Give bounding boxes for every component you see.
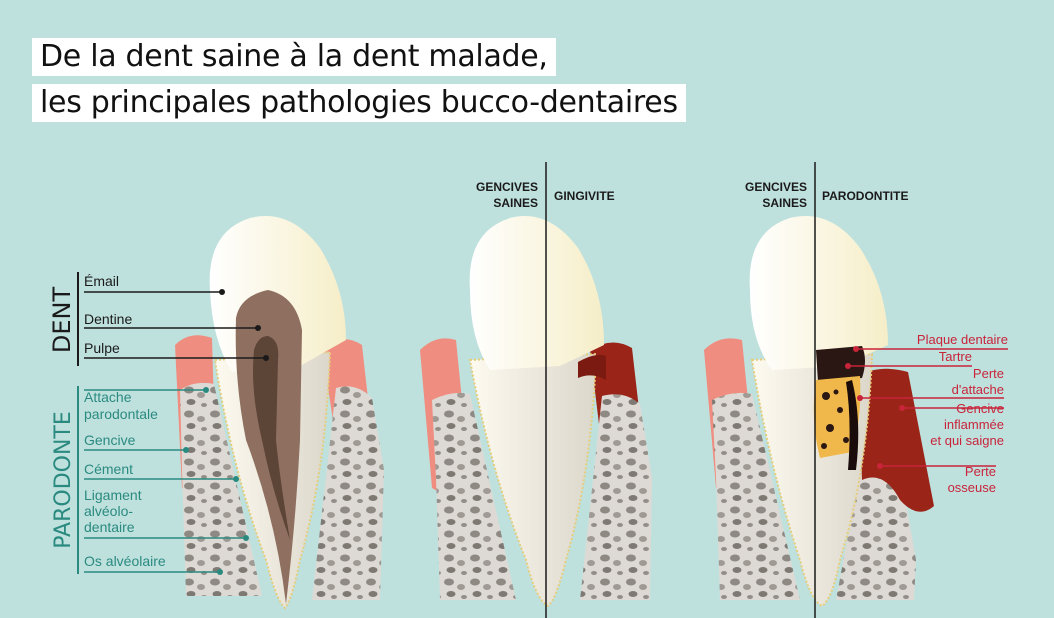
parodonte-group-label: PARODONTE xyxy=(51,411,76,549)
label-ligament-2: alvéolo- xyxy=(84,503,133,519)
dot-plaque xyxy=(853,346,859,352)
dot-dentine xyxy=(255,325,261,331)
label-perte-attache-1: Perte xyxy=(973,366,1004,381)
gingivite-healthy-header-2: SAINES xyxy=(493,196,538,210)
dot-tartre xyxy=(845,363,851,369)
parodontite-header: PARODONTITE xyxy=(822,189,908,203)
dot-perte-osseuse xyxy=(877,463,883,469)
dot-perte-attache xyxy=(857,395,863,401)
label-tartre: Tartre xyxy=(939,349,972,364)
label-ligament-3: dentaire xyxy=(84,519,135,535)
dot-pulpe xyxy=(263,355,269,361)
dent-bracket: DENT xyxy=(48,272,78,366)
label-gencive-2: inflammée xyxy=(944,417,1004,432)
label-attache-2: parodontale xyxy=(84,406,158,422)
gingivite-header: GINGIVITE xyxy=(554,189,615,203)
tooth-crown xyxy=(470,216,604,370)
label-gencive: Gencive xyxy=(84,432,136,448)
tooth-crown xyxy=(750,216,888,370)
label-os: Os alvéolaire xyxy=(84,553,166,569)
label-pulpe: Pulpe xyxy=(84,340,120,356)
dot-ligament xyxy=(243,535,249,541)
label-perte-osseuse-2: osseuse xyxy=(948,480,996,495)
dot-gencive xyxy=(183,447,189,453)
dot-email xyxy=(219,289,225,295)
dot-os xyxy=(217,569,223,575)
parodontite-healthy-header-2: SAINES xyxy=(762,196,807,210)
parodontite-tooth xyxy=(704,216,934,606)
dot-gencive-inflamed xyxy=(899,405,905,411)
anatomy-tooth xyxy=(175,216,384,608)
dent-group-label: DENT xyxy=(48,287,76,354)
label-cement: Cément xyxy=(84,461,133,477)
parodonte-bracket: PARODONTE xyxy=(51,386,78,574)
parodontite-healthy-header-1: GENCIVES xyxy=(745,180,807,194)
gingivite-tooth xyxy=(420,216,652,606)
label-attache-1: Attache xyxy=(84,389,132,405)
gingivite-healthy-header-1: GENCIVES xyxy=(476,180,538,194)
label-email: Émail xyxy=(84,273,119,289)
label-ligament-1: Ligament xyxy=(84,487,142,503)
dot-attache xyxy=(203,387,209,393)
dot-cement xyxy=(233,476,239,482)
label-gencive-3: et qui saigne xyxy=(930,433,1004,448)
label-plaque: Plaque dentaire xyxy=(917,332,1008,347)
label-perte-attache-2: d'attache xyxy=(952,382,1004,397)
label-dentine: Dentine xyxy=(84,311,132,327)
